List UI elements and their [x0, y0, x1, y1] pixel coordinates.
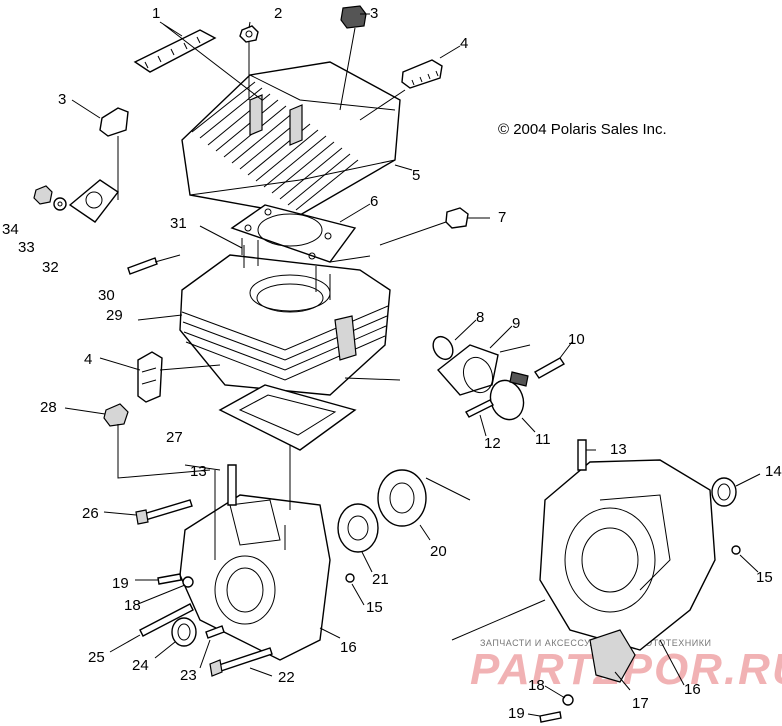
part-3-block-left: [99, 107, 129, 137]
part-2-nut: [239, 25, 259, 43]
part-28-nut: [103, 403, 129, 427]
cylinder: [179, 240, 391, 396]
callout-4-top: 4: [460, 35, 468, 52]
callout-labels: 1 2 3 3 4 4 5 6 7 8 9 10 11 12 13 13 14 …: [2, 5, 782, 722]
crankcase-left: [179, 470, 331, 661]
part-3-block-top: [340, 5, 367, 29]
callout-12: 12: [484, 435, 501, 452]
part-32-flange-gasket: [68, 179, 120, 223]
callout-13-left: 13: [190, 463, 207, 480]
part-24-seal: [171, 617, 197, 647]
part-4-block-left: [137, 351, 163, 403]
callout-15-right: 15: [756, 569, 773, 586]
part-15-pin-right: [731, 545, 741, 555]
callout-10: 10: [568, 331, 585, 348]
cylinder-head: [181, 61, 401, 216]
callout-3-top: 3: [370, 5, 378, 22]
part-23-screw: [205, 625, 225, 639]
callout-24: 24: [132, 657, 149, 674]
callout-11: 11: [535, 431, 551, 448]
part-30-stud: [127, 257, 158, 275]
part-12-screw: [465, 399, 494, 418]
callout-16-right: 16: [684, 681, 701, 698]
callout-2: 2: [274, 5, 282, 22]
callout-26: 26: [82, 505, 99, 522]
part-19-screw-left: [157, 573, 182, 585]
part-26-bolt: [135, 499, 193, 525]
leader-lines: [64, 13, 761, 717]
callout-16-left: 16: [340, 639, 357, 656]
callout-3-left: 3: [58, 91, 66, 108]
part-18-washer-right: [562, 694, 574, 706]
callout-27: 27: [166, 429, 183, 446]
callout-19-left: 19: [112, 575, 129, 592]
callout-34: 34: [2, 221, 19, 238]
part-34-nut: [33, 185, 53, 205]
callout-23: 23: [180, 667, 197, 684]
part-8-o-ring: [432, 335, 454, 361]
part-10-screw: [533, 357, 566, 379]
part-18-washer-left: [182, 576, 194, 588]
part-27-base-gasket: [218, 384, 357, 451]
part-6-head-gasket: [230, 204, 357, 263]
part-4-strip-top: [401, 59, 443, 89]
callout-30: 30: [98, 287, 115, 304]
crankcase-right: [539, 459, 716, 651]
part-1-strip: [133, 29, 217, 73]
callout-18-left: 18: [124, 597, 141, 614]
callout-15-left: 15: [366, 599, 383, 616]
callout-31: 31: [170, 215, 187, 232]
copyright-notice: © 2004 Polaris Sales Inc.: [498, 121, 667, 138]
callout-9: 9: [512, 315, 520, 332]
part-33-washer: [53, 197, 67, 211]
callout-4-left: 4: [84, 351, 92, 368]
callout-5: 5: [412, 167, 420, 184]
callout-21: 21: [372, 571, 389, 588]
callout-28: 28: [40, 399, 57, 416]
callout-1: 1: [152, 5, 160, 22]
callout-32: 32: [42, 259, 59, 276]
callout-6: 6: [370, 193, 378, 210]
part-13-stud-left: [227, 464, 237, 506]
callout-22: 22: [278, 669, 295, 686]
callout-25: 25: [88, 649, 105, 666]
callout-7: 7: [498, 209, 506, 226]
part-20-bearing: [377, 469, 427, 527]
callout-14: 14: [765, 463, 782, 480]
part-19-screw-right: [539, 711, 562, 723]
part-9-intake-flange: [436, 344, 499, 396]
callout-29: 29: [106, 307, 123, 324]
callout-20: 20: [430, 543, 447, 560]
callout-13-right: 13: [610, 441, 627, 458]
part-13-stud-right: [577, 439, 587, 471]
callout-18-right: 18: [528, 677, 545, 694]
part-17-cover: [589, 629, 636, 683]
part-22-bolt: [209, 647, 273, 677]
callout-8: 8: [476, 309, 484, 326]
part-14-seal: [711, 477, 737, 507]
callout-33: 33: [18, 239, 35, 256]
part-7-block: [445, 207, 469, 229]
part-25-bolt: [139, 603, 194, 637]
callout-19-right: 19: [508, 705, 525, 722]
part-15-pin-left: [345, 573, 355, 583]
part-21-bearing: [337, 503, 379, 553]
callout-17: 17: [632, 695, 649, 712]
